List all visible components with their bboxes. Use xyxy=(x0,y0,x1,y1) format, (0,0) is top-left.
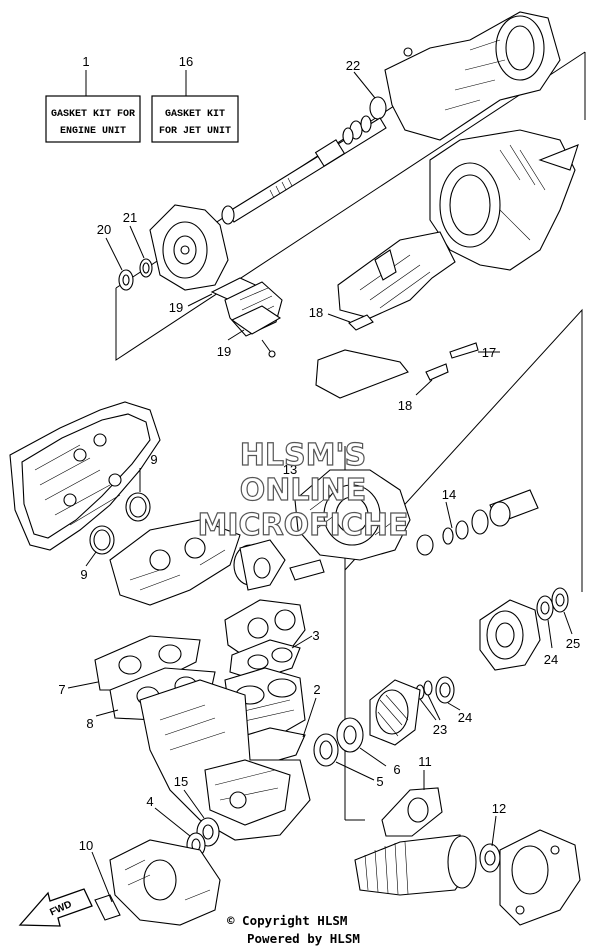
seal-6[interactable] xyxy=(336,717,387,767)
callout-15: 15 xyxy=(174,774,188,789)
fwd-arrow: FWD xyxy=(18,888,93,927)
gasket-kit-engine-box[interactable]: GASKET KIT FOR ENGINE UNIT xyxy=(45,70,141,143)
footer: © Copyright HLSM Powered by HLSM xyxy=(227,913,360,946)
kit-engine-line1: GASKET KIT FOR xyxy=(51,109,135,120)
coupler[interactable] xyxy=(233,539,325,591)
bearing-housing[interactable] xyxy=(149,204,229,291)
callout-21: 21 xyxy=(123,210,137,225)
callout-6: 6 xyxy=(393,762,400,777)
callout-7: 7 xyxy=(58,682,65,697)
callout-23: 23 xyxy=(433,722,447,737)
copyright-text: © Copyright HLSM xyxy=(227,913,347,928)
lower-mount-10[interactable] xyxy=(91,839,221,926)
drive-shaft[interactable] xyxy=(221,115,387,225)
gasket-11[interactable] xyxy=(381,770,443,837)
callout-labels: 22 21 20 19 19 18 17 18 9 13 14 9 3 25 2… xyxy=(58,58,580,853)
jet-pump-housing[interactable] xyxy=(384,11,561,141)
callout-11: 11 xyxy=(418,754,432,769)
seal-24-upper[interactable] xyxy=(536,595,554,649)
gasket-9-lower[interactable] xyxy=(85,525,115,567)
callout-2: 2 xyxy=(313,682,320,697)
callout-1: 1 xyxy=(82,54,89,69)
impeller-bearing-housing[interactable] xyxy=(479,599,541,671)
callout-24-upper: 24 xyxy=(544,652,558,667)
callout-9-upper: 9 xyxy=(150,452,157,467)
callout-17: 17 xyxy=(482,345,496,360)
callout-19-upper: 19 xyxy=(169,300,183,315)
callout-5: 5 xyxy=(376,774,383,789)
callout-20: 20 xyxy=(97,222,111,237)
impeller[interactable] xyxy=(369,679,421,746)
gasket-12[interactable] xyxy=(479,815,501,873)
callout-8: 8 xyxy=(86,716,93,731)
kit-jet-line2: FOR JET UNIT xyxy=(159,126,231,137)
seal-set-23-24[interactable] xyxy=(415,676,461,721)
rear-housing[interactable] xyxy=(294,469,411,561)
intake-duct[interactable] xyxy=(315,231,456,399)
kit-jet-line1: GASKET KIT xyxy=(165,109,225,120)
head-gasket-3[interactable] xyxy=(229,635,313,681)
crankcase[interactable] xyxy=(139,679,311,841)
watermark-line2: ONLINE xyxy=(240,473,367,508)
gasket-9-upper[interactable] xyxy=(125,468,151,522)
callout-18-lower: 18 xyxy=(398,398,412,413)
powered-by-text: Powered by HLSM xyxy=(247,931,360,946)
plate-18-upper[interactable] xyxy=(327,313,374,331)
callout-4: 4 xyxy=(146,794,153,809)
jet-nozzle[interactable] xyxy=(499,829,581,926)
exhaust-chamber[interactable] xyxy=(9,401,161,551)
callout-14: 14 xyxy=(442,487,456,502)
callout-12: 12 xyxy=(492,801,506,816)
oil-seal-21[interactable] xyxy=(129,225,153,278)
seal-25[interactable] xyxy=(551,587,573,635)
jet-unit-housing[interactable] xyxy=(429,129,579,271)
watermark: HLSM'S ONLINE MICROFICHE xyxy=(197,437,409,543)
shaft-seal-set-14[interactable] xyxy=(416,489,539,556)
callout-3: 3 xyxy=(312,628,319,643)
gasket-kit-jet-box[interactable]: GASKET KIT FOR JET UNIT xyxy=(151,70,239,143)
exhaust-manifold[interactable] xyxy=(109,519,241,606)
callout-16: 16 xyxy=(179,54,193,69)
intake-gasket-7[interactable] xyxy=(67,635,201,691)
seal-20[interactable] xyxy=(105,237,134,291)
callout-19-lower: 19 xyxy=(217,344,231,359)
callout-24-lower: 24 xyxy=(458,710,472,725)
callout-13: 13 xyxy=(283,462,297,477)
kit-engine-line2: ENGINE UNIT xyxy=(60,126,126,137)
nozzle-duct[interactable] xyxy=(354,834,477,896)
o-ring-22[interactable] xyxy=(353,71,387,120)
callout-9-lower: 9 xyxy=(80,567,87,582)
plate-17[interactable] xyxy=(449,342,500,359)
callout-22: 22 xyxy=(346,58,360,73)
watermark-line3: MICROFICHE xyxy=(198,508,409,543)
watermark-line1: HLSM'S xyxy=(240,438,366,473)
seal-5[interactable] xyxy=(313,733,375,781)
callout-18-upper: 18 xyxy=(309,305,323,320)
callout-25: 25 xyxy=(566,636,580,651)
plate-18-lower[interactable] xyxy=(415,363,449,396)
callout-10: 10 xyxy=(79,838,93,853)
gasket-19-lower[interactable] xyxy=(227,305,282,358)
